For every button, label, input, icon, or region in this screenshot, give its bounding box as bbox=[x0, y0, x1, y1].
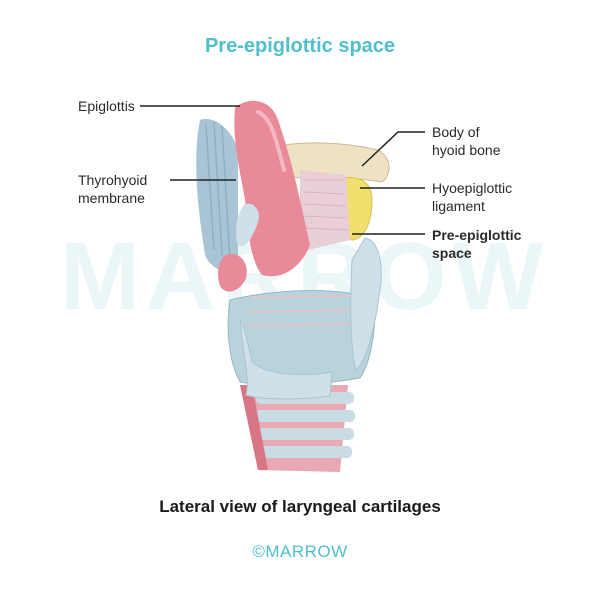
label-hyoepiglottic-line2: ligament bbox=[432, 198, 485, 214]
label-pre-epiglottic-space: Pre-epiglottic space bbox=[432, 226, 521, 262]
thyroid-cartilage-shape bbox=[227, 290, 375, 386]
label-body-of-hyoid-bone: Body of hyoid bone bbox=[432, 123, 501, 159]
leader-lines bbox=[140, 105, 425, 235]
label-epiglottis: Epiglottis bbox=[78, 98, 135, 114]
label-hyoid-line1: Body of bbox=[432, 124, 480, 140]
label-hyoid-line2: hyoid bone bbox=[432, 142, 501, 158]
diagram-title: Pre-epiglottic space bbox=[204, 35, 396, 57]
label-hyoepiglottic-line1: Hyoepiglottic bbox=[432, 180, 513, 196]
diagram-caption: Lateral view of laryngeal cartilages bbox=[159, 497, 441, 516]
label-thyrohyoid-line1: Thyrohyoid bbox=[78, 172, 148, 188]
label-preepiglottic-line2: space bbox=[432, 245, 472, 261]
trachea bbox=[240, 385, 355, 472]
label-thyrohyoid-line2: membrane bbox=[78, 190, 145, 206]
cricoid-cartilage-shape bbox=[239, 319, 333, 400]
brand-logo: ©MARROW bbox=[252, 542, 348, 561]
thyrohyoid-membrane-shape bbox=[196, 119, 238, 272]
label-thyrohyoid-membrane: Thyrohyoid membrane bbox=[78, 171, 147, 207]
label-preepiglottic-line1: Pre-epiglottic bbox=[432, 227, 522, 243]
hyoepiglottic-ligament-shape bbox=[300, 170, 350, 252]
label-hyoepiglottic-ligament: Hyoepiglottic ligament bbox=[432, 179, 512, 215]
